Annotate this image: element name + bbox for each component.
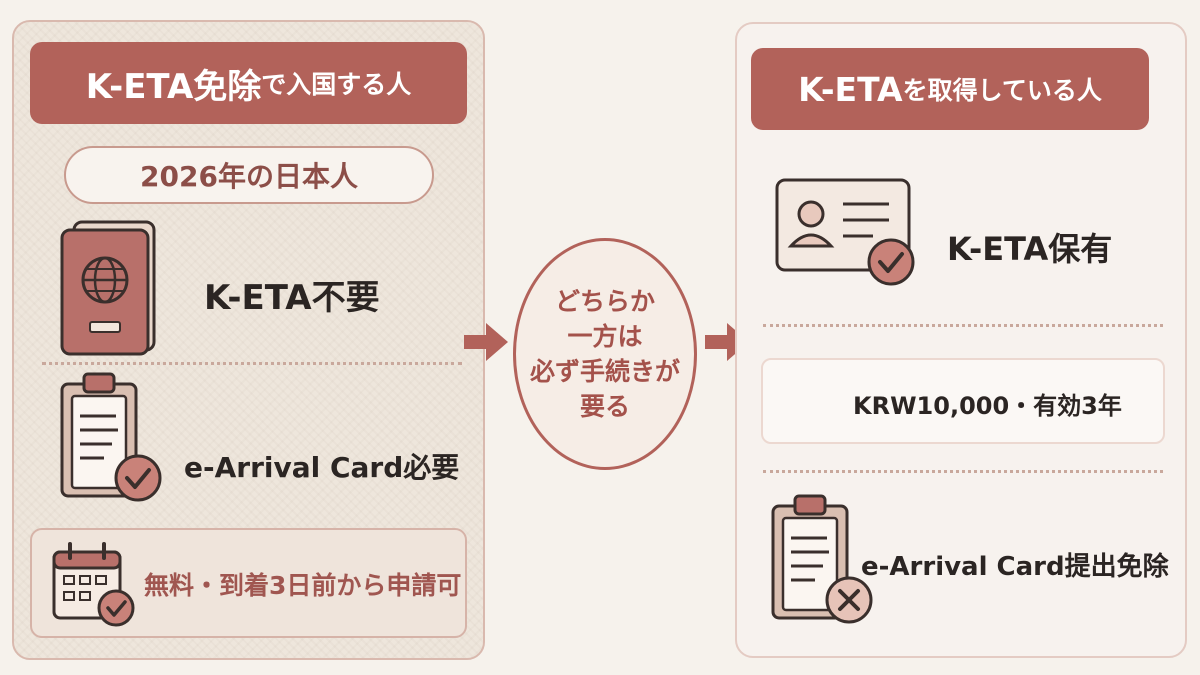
- calendar-check-icon: [52, 542, 135, 627]
- k-eta-held-label: K-ETA保有: [947, 230, 1113, 268]
- right-header-sub: を取得している人: [902, 76, 1102, 105]
- center-note-oval: どちらか 一方は 必ず手続きが 要る: [513, 238, 697, 470]
- id-card-check-icon: [775, 178, 915, 286]
- passport-icon: [60, 220, 156, 356]
- fee-validity-box: KRW10,000・有効3年: [761, 358, 1165, 444]
- right-header-main: K-ETA: [798, 69, 903, 109]
- center-note-line-2: 一方は: [567, 322, 643, 351]
- left-header-sub: で入国する人: [261, 70, 412, 99]
- arrow-right-icon: [464, 323, 508, 361]
- left-header: K-ETA免除で入国する人: [30, 42, 467, 124]
- center-note-line-3: 必ず手続きが: [529, 357, 680, 386]
- center-note-line-4: 要る: [579, 392, 630, 421]
- fee-validity-label: KRW10,000・有効3年: [853, 392, 1122, 420]
- fee-info-box: 無料・到着3日前から申請可: [30, 528, 467, 638]
- left-panel: K-ETA免除で入国する人 2026年の日本人 K-ETA不要: [12, 20, 485, 660]
- globe-icon: [81, 256, 129, 304]
- e-arrival-card-required-label: e-Arrival Card必要: [184, 451, 460, 484]
- right-divider-2: [763, 470, 1163, 473]
- e-arrival-card-exempt-label: e-Arrival Card提出免除: [861, 552, 1169, 582]
- year-pill-label: 2026年の日本人: [140, 160, 358, 193]
- year-pill: 2026年の日本人: [64, 146, 434, 204]
- left-header-main: K-ETA免除: [85, 66, 262, 107]
- clipboard-check-icon: [60, 372, 162, 502]
- k-eta-not-required-label: K-ETA不要: [204, 278, 380, 318]
- free-apply-3-days-label: 無料・到着3日前から申請可: [144, 571, 462, 600]
- right-divider-1: [763, 324, 1163, 327]
- left-divider-1: [42, 362, 462, 365]
- clipboard-cross-icon: [771, 494, 873, 624]
- center-note-line-1: どちらか: [554, 287, 655, 316]
